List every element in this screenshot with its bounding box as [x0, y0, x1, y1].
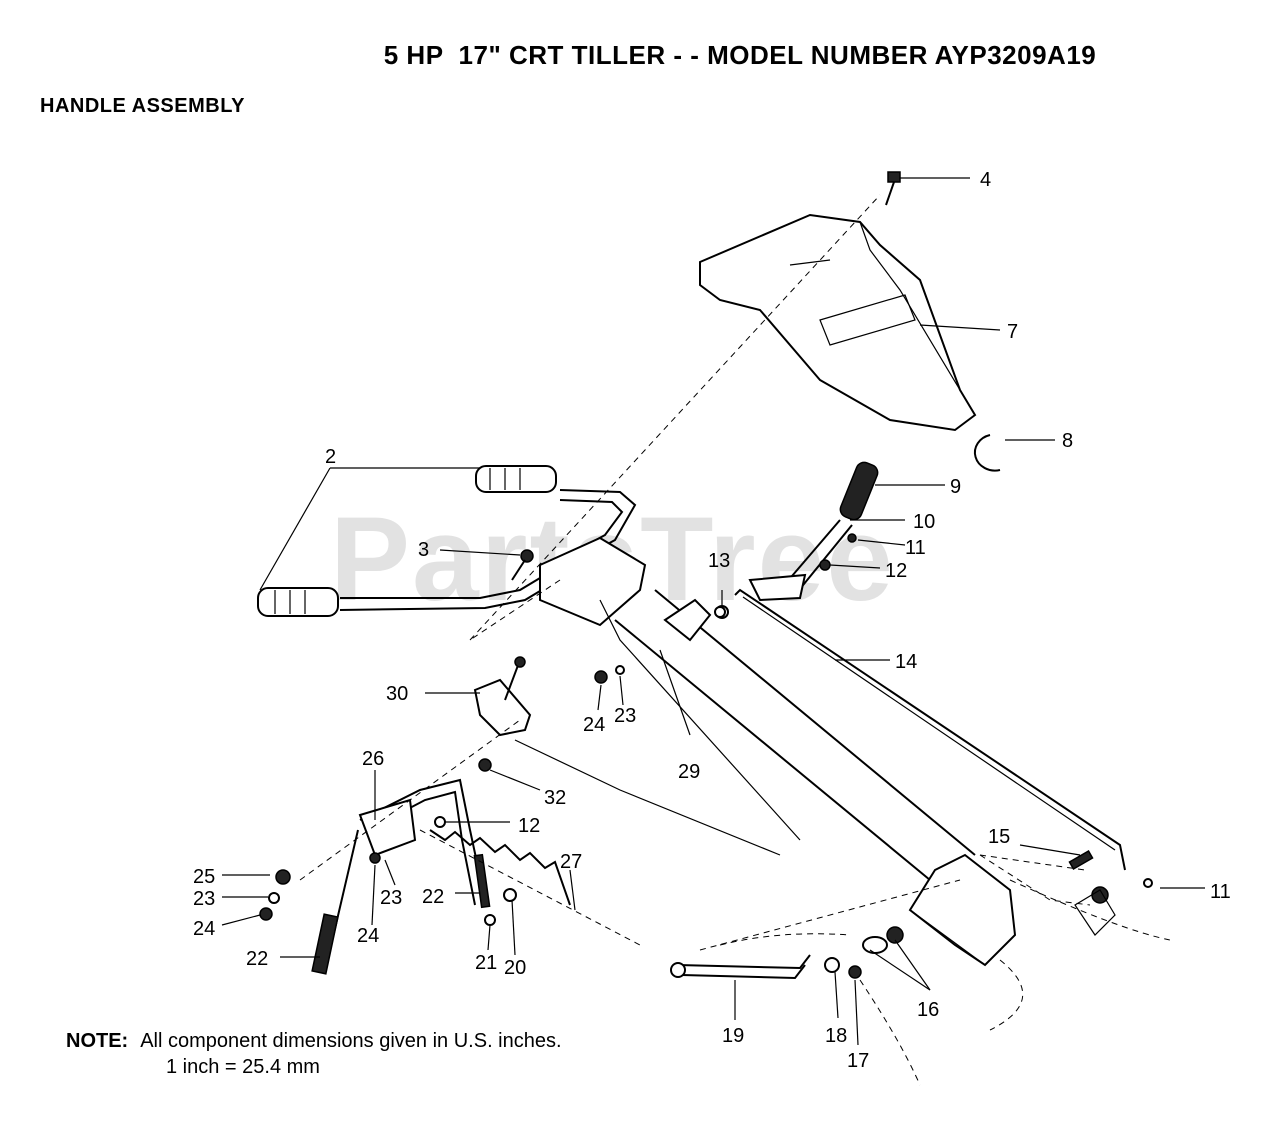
- callout-27: 27: [560, 851, 582, 873]
- shift-rod: [734, 588, 1126, 871]
- callout-30: 30: [386, 683, 408, 705]
- section-title: HANDLE ASSEMBLY: [40, 95, 245, 117]
- page-title: 5 HP 17" CRT TILLER - - MODEL NUMBER AYP…: [383, 40, 1097, 70]
- callout-14: 14: [895, 651, 917, 673]
- leader-lines: [221, 177, 1205, 1046]
- screw-3: [511, 549, 534, 581]
- callout-22-upper: 22: [422, 886, 444, 908]
- callout-32: 32: [544, 787, 566, 809]
- callout-2: 2: [325, 446, 336, 468]
- callout-24-left: 24: [193, 918, 215, 940]
- spring-27: [429, 829, 571, 906]
- handle-tube: [614, 589, 1017, 967]
- control-lever: [311, 778, 491, 975]
- note-label: NOTE:: [66, 1030, 129, 1052]
- callout-19: 19: [722, 1025, 744, 1047]
- washer-32: [478, 758, 492, 772]
- callout-23-left: 23: [193, 888, 215, 910]
- callout-12-upper: 12: [885, 560, 907, 582]
- cable-32: [514, 739, 781, 856]
- callout-7: 7: [1007, 321, 1018, 343]
- dimension-note: NOTE: All component dimensions given in U…: [66, 1028, 562, 1080]
- callout-11-upper: 11: [905, 537, 926, 559]
- callout-24-mid: 24: [583, 714, 605, 736]
- callout-18: 18: [825, 1025, 847, 1047]
- callout-10: 10: [913, 511, 935, 533]
- callout-13: 13: [708, 550, 730, 572]
- screw-4: [885, 171, 901, 206]
- shift-lever: [715, 461, 879, 619]
- handle-bracket: [539, 536, 647, 627]
- callout-23-lever: 23: [380, 887, 402, 909]
- callout-11-lower: 11: [1210, 881, 1231, 903]
- callout-3: 3: [418, 539, 429, 561]
- callout-20: 20: [504, 957, 526, 979]
- control-bracket: [473, 656, 532, 737]
- callout-15: 15: [988, 826, 1010, 848]
- belt-cover: [699, 213, 977, 432]
- callout-17: 17: [847, 1050, 869, 1072]
- lower-assembly: [670, 889, 1116, 980]
- note-line-2: 1 inch = 25.4 mm: [166, 1056, 320, 1078]
- callout-4: 4: [980, 169, 991, 191]
- reference-lines: [299, 194, 1171, 1086]
- callout-9: 9: [950, 476, 961, 498]
- note-line-1: All component dimensions given in U.S. i…: [140, 1030, 562, 1052]
- callout-25: 25: [193, 866, 215, 888]
- callout-16: 16: [917, 999, 939, 1021]
- callout-22-lower: 22: [246, 948, 268, 970]
- callout-23-mid: 23: [614, 705, 636, 727]
- clip-8: [973, 434, 1001, 472]
- hardware-small: [259, 533, 1153, 926]
- cable-29: [599, 599, 801, 841]
- callout-24-lever: 24: [357, 925, 379, 947]
- callout-29: 29: [678, 761, 700, 783]
- callout-8: 8: [1062, 430, 1073, 452]
- callout-21: 21: [475, 952, 497, 974]
- callout-26: 26: [362, 748, 384, 770]
- callout-12-lower: 12: [518, 815, 540, 837]
